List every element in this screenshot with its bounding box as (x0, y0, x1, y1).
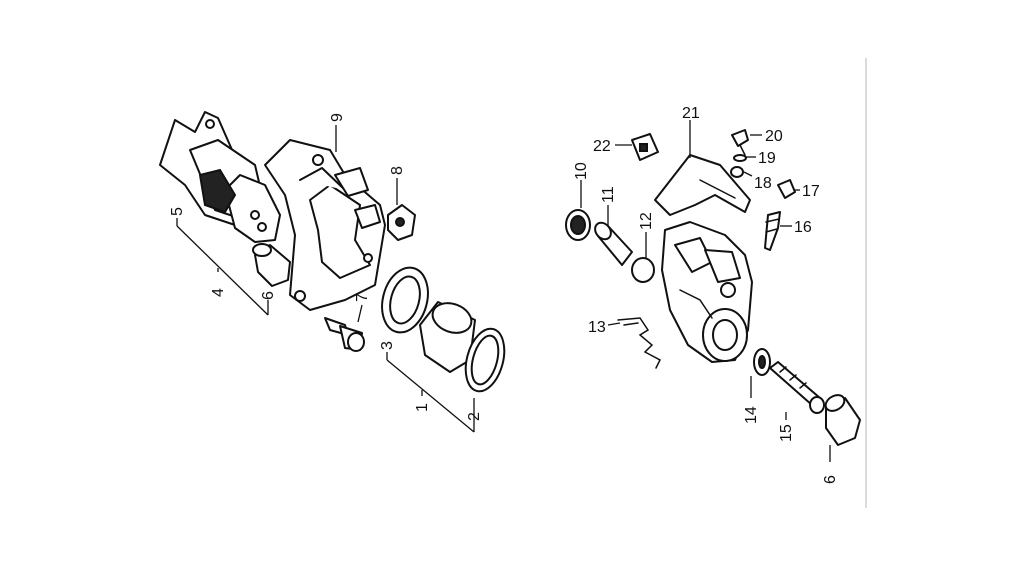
bleeder-screw-20 (731, 129, 749, 156)
callout-3: 3 (379, 341, 396, 350)
pad-spring-13 (617, 317, 661, 369)
piston-1 (419, 301, 476, 373)
callout-5: 5 (169, 207, 186, 216)
pin-bolt-15 (769, 361, 825, 414)
caliper-body (661, 221, 753, 363)
right-leader-lines (580, 120, 831, 462)
callout-6-left: 6 (260, 291, 277, 300)
callout-8: 8 (389, 166, 406, 175)
callout-21: 21 (682, 105, 700, 122)
callout-4: 4 (210, 288, 227, 297)
left-leader-lines (176, 125, 475, 433)
callout-6-right: 6 (822, 475, 839, 484)
callout-1: 1 (414, 403, 431, 412)
callout-18: 18 (754, 175, 772, 192)
clip-22 (631, 133, 659, 161)
callout-20: 20 (765, 128, 783, 145)
callout-12: 12 (638, 212, 655, 230)
cap-17 (777, 179, 796, 199)
brake-pad-set (159, 111, 281, 243)
washer-19 (733, 154, 747, 162)
dust-seal-2 (464, 327, 506, 393)
washer-14 (753, 348, 771, 376)
callout-16: 16 (794, 219, 812, 236)
sleeve-11 (594, 221, 633, 266)
cap-10 (565, 209, 591, 241)
callout-13: 13 (588, 319, 606, 336)
callout-10: 10 (573, 162, 590, 180)
callout-2: 2 (466, 412, 483, 421)
callout-15: 15 (778, 424, 795, 442)
bolt-7 (324, 317, 365, 352)
boot-12 (631, 257, 655, 283)
caliper-bracket (264, 139, 386, 311)
seal-3 (381, 266, 429, 334)
pad-pin-6-left (252, 243, 291, 287)
callout-19: 19 (758, 150, 776, 167)
pad-retainer-21 (654, 154, 751, 216)
pad-pin-6-right (824, 394, 861, 446)
cap-18 (730, 166, 744, 178)
bleeder-16 (764, 211, 781, 251)
callout-17: 17 (802, 183, 820, 200)
callout-7: 7 (354, 293, 371, 302)
callout-labels: 1 2 3 4 5 6 7 8 9 10 11 12 13 14 15 6 16… (169, 105, 839, 484)
callout-14: 14 (743, 406, 760, 424)
callout-11: 11 (600, 186, 617, 203)
nut-8 (387, 204, 416, 241)
callout-22: 22 (593, 138, 611, 155)
callout-9: 9 (329, 113, 346, 122)
